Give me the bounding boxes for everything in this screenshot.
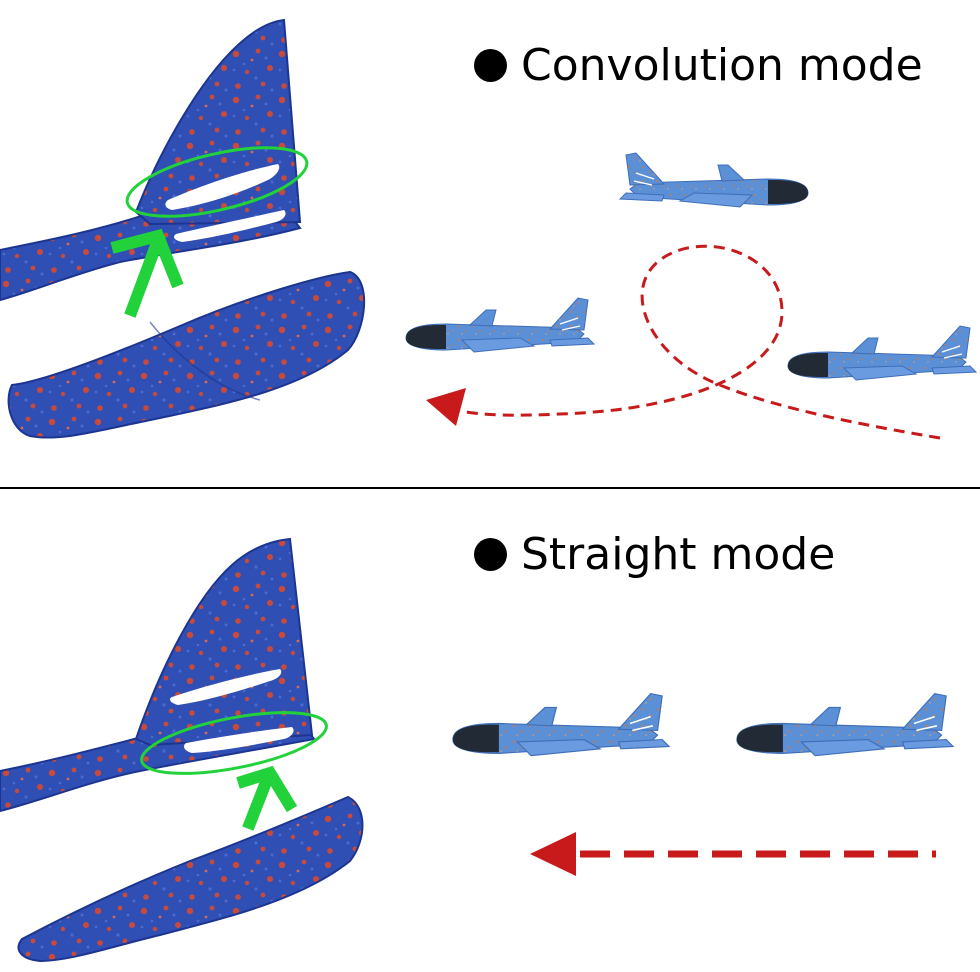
- plane-upper: [619, 152, 809, 208]
- highlight-ellipse: [140, 711, 328, 775]
- straight-mode-text: Straight mode: [521, 529, 836, 580]
- plane-right: [787, 325, 977, 381]
- arrowhead-icon: [426, 388, 466, 426]
- convolution-mode-panel: Convolution mode: [0, 18, 977, 440]
- plane-straight-left: [452, 692, 670, 757]
- loop-flight-path: [426, 244, 941, 440]
- arrow-icon: [236, 765, 298, 831]
- foam-tail-closeup: [0, 18, 366, 439]
- convolution-mode-text: Convolution mode: [521, 40, 923, 91]
- convolution-mode-label: Convolution mode: [474, 40, 923, 91]
- convolution-illustration: [0, 18, 977, 440]
- bullet-icon: [474, 49, 507, 82]
- plane-left: [405, 297, 595, 353]
- foam-tail-closeup: [0, 537, 364, 963]
- straight-mode-label: Straight mode: [474, 529, 835, 580]
- straight-flight-path: [530, 832, 936, 876]
- arrowhead-icon: [530, 832, 576, 876]
- straight-mode-panel: Straight mode: [0, 489, 980, 972]
- arrow-icon: [110, 228, 184, 318]
- highlight-ellipse: [125, 146, 309, 218]
- bullet-icon: [474, 538, 507, 571]
- straight-illustration: [0, 537, 954, 963]
- plane-straight-right: [736, 692, 954, 757]
- section-divider: [0, 487, 980, 489]
